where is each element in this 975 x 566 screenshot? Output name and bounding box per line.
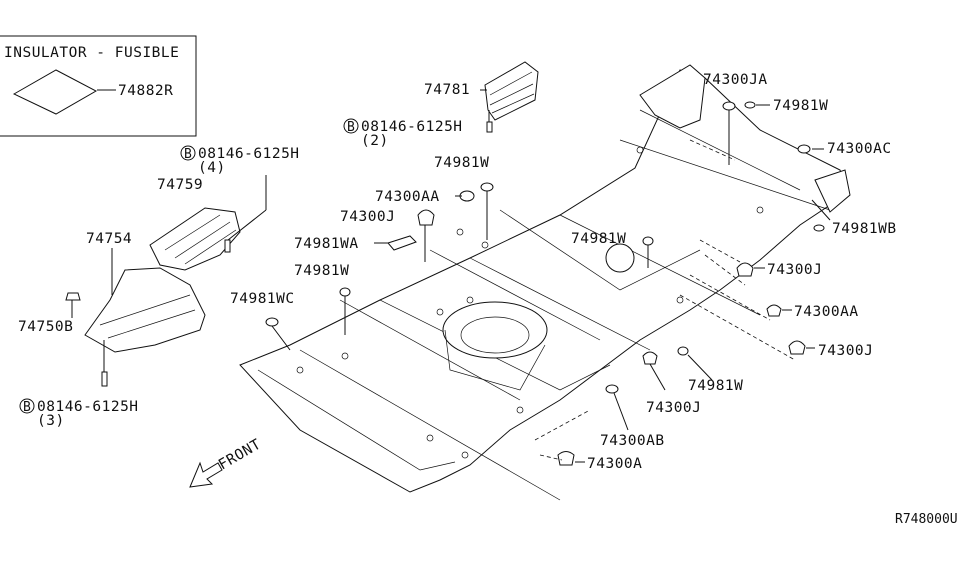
label-bolt-top: 08146-6125H xyxy=(361,119,463,135)
label-74781: 74781 xyxy=(424,82,470,98)
label-74981w-e: 74981W xyxy=(688,378,743,394)
front-arrow: FRONT xyxy=(189,437,264,488)
label-74759: 74759 xyxy=(157,177,203,193)
fusible-insulator-symbol xyxy=(12,69,98,115)
label-74981w-a: 74981W xyxy=(434,155,489,171)
label-74300aa-b: 74300AA xyxy=(794,304,859,320)
legend-box: INSULATOR - FUSIBLE 74882R xyxy=(0,35,197,137)
label-74300j-a: 74300J xyxy=(340,209,395,225)
label-74981w-c: 74981W xyxy=(571,231,626,247)
heat-insulator-74754 xyxy=(84,267,206,353)
label-74300ac: 74300AC xyxy=(827,141,892,157)
front-label: FRONT xyxy=(216,437,264,474)
part-labels: 74781 08146-6125H (2) 08146-6125H (4) 74… xyxy=(18,72,958,527)
label-bolt-left: 08146-6125H xyxy=(198,146,300,162)
label-bolt-top-qty: (2) xyxy=(361,133,389,149)
clip-icons xyxy=(265,101,825,466)
floor-panel xyxy=(239,64,851,501)
label-bolt-bottom-qty: (3) xyxy=(37,413,65,429)
label-74981wc: 74981WC xyxy=(230,291,295,307)
label-74981w-b: 74981W xyxy=(294,263,349,279)
label-74981w-d: 74981W xyxy=(773,98,828,114)
label-bolt-left-qty: (4) xyxy=(198,160,226,176)
insulator-74781 xyxy=(484,61,539,121)
label-74300aa-a: 74300AA xyxy=(375,189,440,205)
label-74300j-c: 74300J xyxy=(818,343,873,359)
badge-bolt-left: B xyxy=(184,147,192,162)
label-74750b: 74750B xyxy=(18,319,73,335)
label-74981wa: 74981WA xyxy=(294,236,359,252)
label-74300ja: 74300JA xyxy=(703,72,768,88)
diagram-code: R748000U xyxy=(895,512,958,527)
label-74882r: 74882R xyxy=(118,83,173,99)
badge-bolt-top: B xyxy=(347,120,355,135)
label-74300j-b: 74300J xyxy=(767,262,822,278)
bolt-badges: B B B xyxy=(19,118,359,415)
label-74300ab: 74300AB xyxy=(600,433,665,449)
label-74981wb: 74981WB xyxy=(832,221,897,237)
badge-bolt-bottom: B xyxy=(23,400,31,415)
bolt-icons xyxy=(65,121,493,387)
leader-lines xyxy=(71,89,831,463)
label-74300j-d: 74300J xyxy=(646,400,701,416)
label-74754: 74754 xyxy=(86,231,132,247)
heat-insulator-74759 xyxy=(149,207,241,271)
legend-title: INSULATOR - FUSIBLE xyxy=(4,45,179,61)
label-74300a: 74300A xyxy=(587,456,642,472)
label-bolt-bottom: 08146-6125H xyxy=(37,399,139,415)
